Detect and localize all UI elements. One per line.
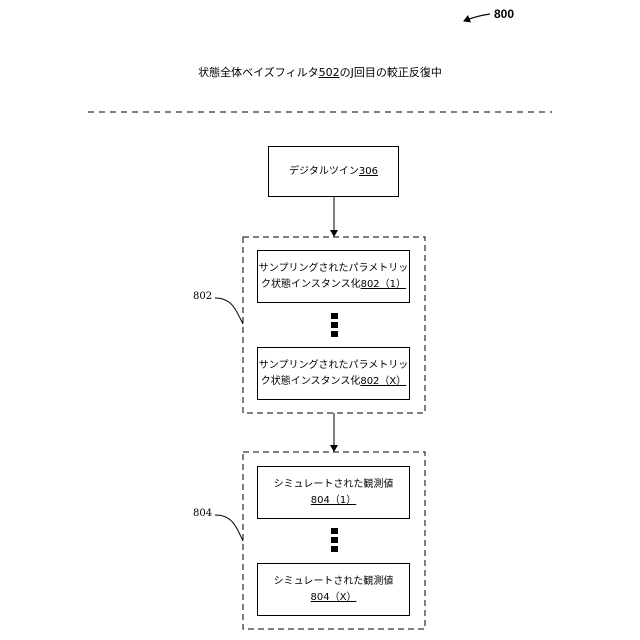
simulated-observation-first: シミュレートされた観測値 804（1）: [257, 466, 410, 519]
diagram-title: 状態全体ベイズフィルタ502のJ回目の較正反復中: [0, 64, 640, 80]
digital-twin-ref: 306: [359, 166, 378, 177]
parametric-state-first-ref: 802（1）: [361, 279, 406, 290]
simulated-observation-last-text: シミュレートされた観測値: [274, 574, 394, 590]
leader-802: [215, 298, 243, 324]
parametric-state-last-ref: 802（X）: [360, 376, 406, 387]
title-ref: 502: [319, 66, 340, 79]
simulated-observation-last: シミュレートされた観測値 804（X）: [257, 563, 410, 616]
ellipsis-802: [331, 313, 338, 340]
parametric-state-instance-last: サンプリングされたパラメトリッ ク状態インスタンス化802（X）: [257, 347, 410, 400]
group-802-label: 802: [193, 291, 212, 302]
simulated-observation-last-ref: 804（X）: [274, 590, 394, 606]
group-804-label: 804: [193, 508, 212, 519]
digital-twin-box: デジタルツイン306: [268, 146, 399, 197]
simulated-observation-first-ref: 804（1）: [274, 493, 394, 509]
figure-pointer-arrow: [464, 14, 490, 21]
figure-number: 800: [494, 7, 514, 21]
parametric-state-last-line2: ク状態インスタンス化: [261, 376, 361, 387]
title-text-after: のJ回目の較正反復中: [340, 66, 442, 79]
parametric-state-first-line1: サンプリングされたパラメトリッ: [259, 261, 408, 277]
parametric-state-instance-first: サンプリングされたパラメトリッ ク状態インスタンス化802（1）: [257, 250, 410, 303]
title-text-before: 状態全体ベイズフィルタ: [198, 66, 318, 79]
digital-twin-text: デジタルツイン: [289, 166, 359, 177]
parametric-state-first-line2: ク状態インスタンス化: [261, 279, 361, 290]
parametric-state-last-line1: サンプリングされたパラメトリッ: [259, 358, 408, 374]
simulated-observation-first-text: シミュレートされた観測値: [274, 477, 394, 493]
ellipsis-804: [331, 528, 338, 555]
leader-804: [215, 515, 243, 541]
